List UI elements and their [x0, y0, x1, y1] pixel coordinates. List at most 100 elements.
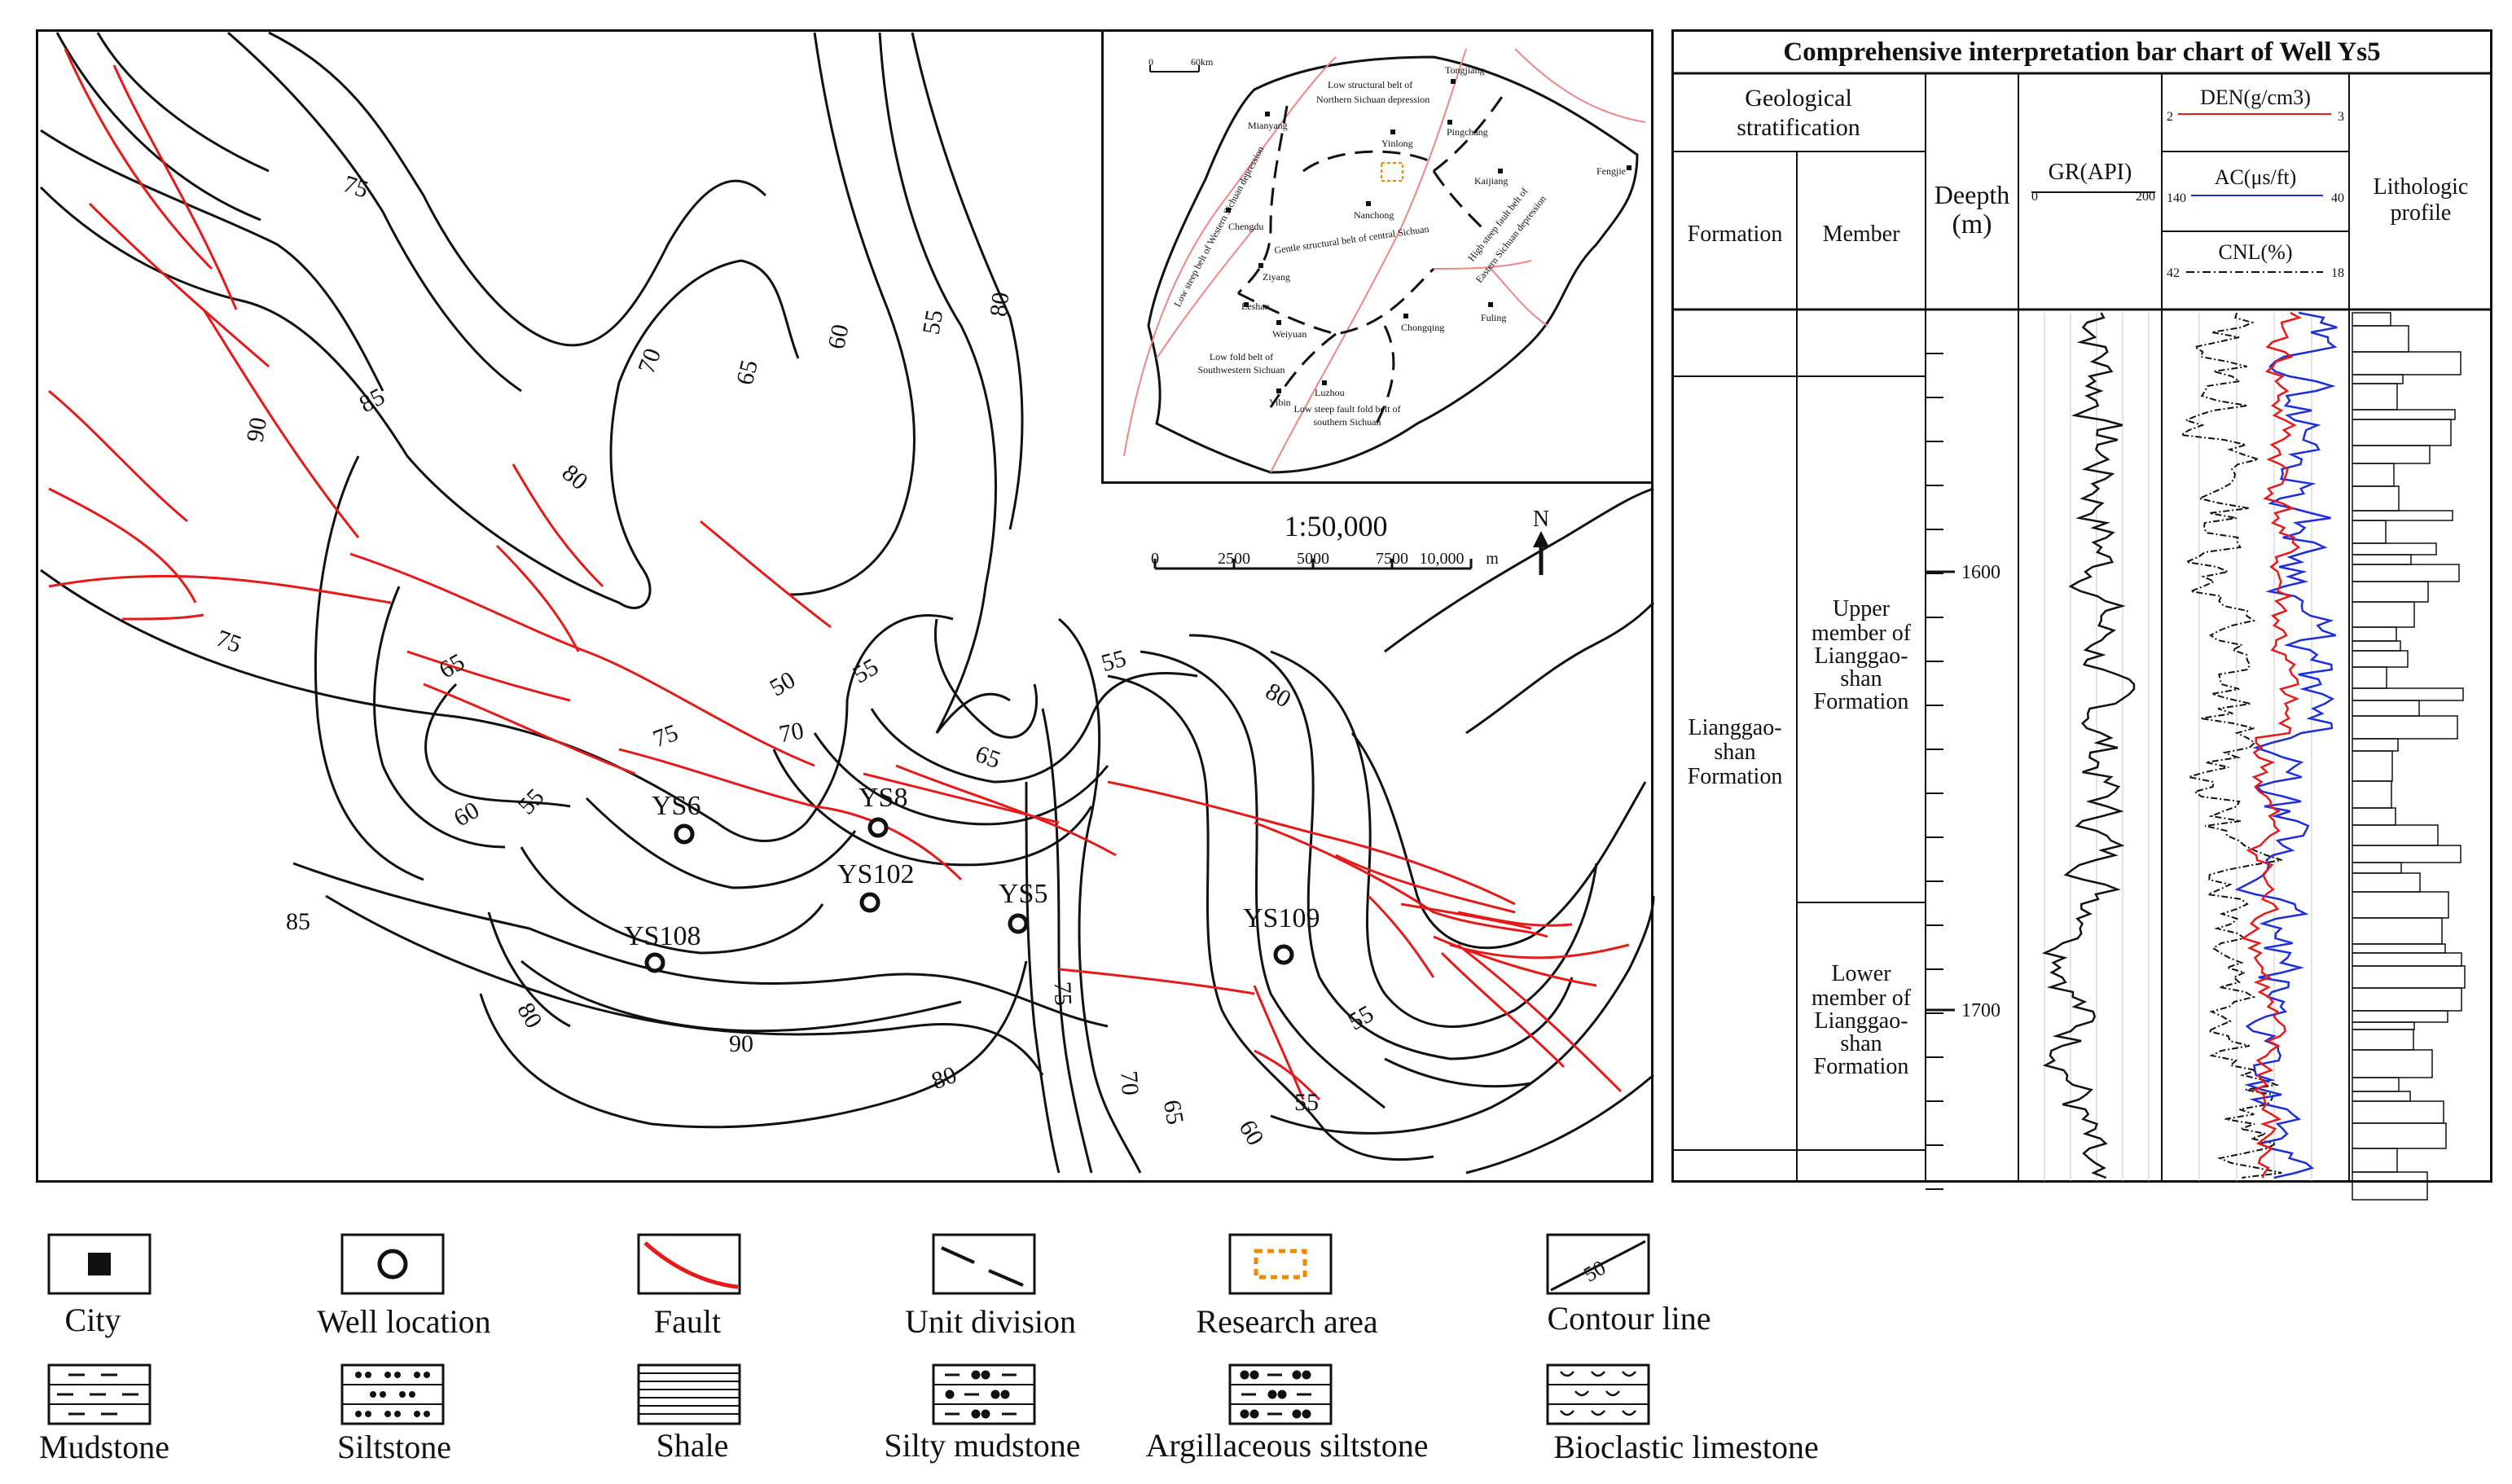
research-area-symbol — [1254, 1249, 1307, 1280]
lower-member-line1: Lower — [1831, 961, 1891, 986]
legend-item-mudstone: Mudstone — [39, 1363, 169, 1465]
den-range-max: 3 — [2338, 110, 2344, 124]
well-label: YS108 — [624, 921, 700, 951]
inset-fault — [1270, 48, 1467, 473]
city-label: Yibin — [1269, 397, 1291, 408]
legend-swatch — [1228, 1363, 1333, 1425]
inset-city: Fuling — [1481, 302, 1506, 323]
litho-bed — [2352, 700, 2420, 717]
litho-bed — [2352, 463, 2395, 487]
contour-label: 75 — [649, 719, 681, 753]
legend-item-unit-division: Unit division — [905, 1233, 1076, 1340]
inset-unit-division — [1269, 332, 1337, 408]
den-curve — [2241, 311, 2303, 1179]
inset-region-label: Low steep fault fold belt of — [1294, 403, 1401, 415]
litho-bed — [2352, 409, 2456, 420]
legend-label: Silty mudstone — [884, 1427, 1080, 1464]
city-marker — [1498, 169, 1503, 173]
contour-line — [1350, 732, 1647, 950]
litho-bed — [2352, 520, 2387, 544]
litho-header-line2: profile — [2391, 200, 2452, 226]
fault-line — [1449, 943, 1630, 959]
legend-item-argillaceous-siltstone: Argillaceous siltstone — [1146, 1363, 1429, 1464]
inset-city: Ziyang — [1258, 263, 1290, 283]
inset-unit-division — [1302, 150, 1434, 173]
inset-city: Fengjie — [1596, 165, 1631, 177]
contour-label: 80 — [557, 459, 593, 496]
contour-line — [1041, 708, 1093, 1174]
log-header-samples — [2031, 113, 2331, 273]
litho-bed — [2352, 780, 2392, 809]
fault-line — [1107, 780, 1516, 906]
cnl-curve — [2178, 312, 2282, 1179]
city-label: Chongqing — [1401, 322, 1444, 333]
inset-city: Luzhou — [1315, 380, 1345, 398]
contour-line — [935, 692, 1011, 734]
inset-city: Mianyang — [1248, 112, 1288, 131]
north-arrow: N — [1533, 507, 1549, 575]
litho-bed — [2352, 1148, 2398, 1173]
litho-bed — [2352, 564, 2460, 582]
contour-label: 80 — [928, 1061, 960, 1095]
city-marker — [1447, 120, 1452, 125]
contour-line — [40, 569, 954, 842]
contour-line — [292, 862, 1109, 1028]
litho-bed — [2352, 750, 2393, 782]
depth-label: 1600 — [1961, 562, 2000, 583]
litho-bed — [2352, 383, 2398, 411]
city-marker — [1265, 112, 1270, 116]
well-marker — [1008, 913, 1029, 934]
shale-pattern — [639, 1372, 740, 1415]
city-marker — [1322, 380, 1327, 385]
contour-label: 75 — [340, 170, 371, 204]
inset-unit-division — [1236, 105, 1289, 295]
lower-member-line2: member of — [1812, 986, 1912, 1011]
litho-bed — [2352, 419, 2452, 446]
fault-line — [1367, 894, 1435, 978]
fault-lines — [48, 48, 1630, 1101]
legend-item-shale: Shale — [637, 1363, 741, 1464]
contour-map-frame — [36, 29, 1653, 1183]
contour-lines — [39, 31, 1655, 1174]
well-label: YS102 — [837, 859, 914, 889]
upper-member-line2: member of — [1812, 621, 1912, 646]
inset-city: Chongqing — [1401, 314, 1444, 333]
fault-line — [349, 552, 815, 767]
scale-tick-label: 10,000 — [1420, 550, 1465, 568]
city-label: Fuling — [1481, 312, 1506, 323]
litho-bed — [2352, 542, 2437, 555]
legend-item-well-location: Well location — [317, 1233, 491, 1340]
contour-label: 65 — [434, 648, 468, 684]
den-range-min: 2 — [2167, 110, 2173, 124]
contour-line — [585, 797, 857, 889]
mudstone-pattern — [57, 1373, 138, 1416]
contour-line — [772, 749, 1093, 867]
inset-fault — [1514, 48, 1646, 123]
legend-item-bioclastic-limestone: Bioclastic limestone — [1546, 1363, 1819, 1465]
well-ys5: YS5 — [999, 879, 1047, 934]
contour-label: 65 — [1158, 1098, 1189, 1126]
city-label: Yinlong — [1381, 138, 1413, 149]
bioclastic-limestone-pattern — [1560, 1371, 1636, 1416]
city-label: Pingchang — [1447, 126, 1488, 138]
legend-swatch — [47, 1363, 152, 1425]
inset-scale-label: 0 — [1148, 56, 1153, 68]
legend-swatch — [340, 1233, 445, 1295]
north-arrow-head — [1533, 531, 1549, 547]
fault-line — [121, 613, 204, 621]
litho-bed — [2352, 485, 2400, 511]
contour-label: 80 — [985, 291, 1014, 318]
fault-symbol — [643, 1241, 739, 1289]
city-label: Leshan — [1241, 301, 1270, 312]
gr-header: GR(API) — [2049, 160, 2132, 185]
fault-line — [1400, 902, 1532, 930]
litho-bed — [2352, 1091, 2411, 1102]
ac-curve — [2234, 311, 2338, 1179]
litho-bed — [2352, 554, 2412, 565]
silty-mudstone-pattern — [945, 1370, 1017, 1419]
fault-line — [112, 64, 238, 310]
inset-faults — [1123, 48, 1646, 473]
contour-line — [1107, 674, 1434, 1161]
contour-line — [487, 911, 571, 1028]
